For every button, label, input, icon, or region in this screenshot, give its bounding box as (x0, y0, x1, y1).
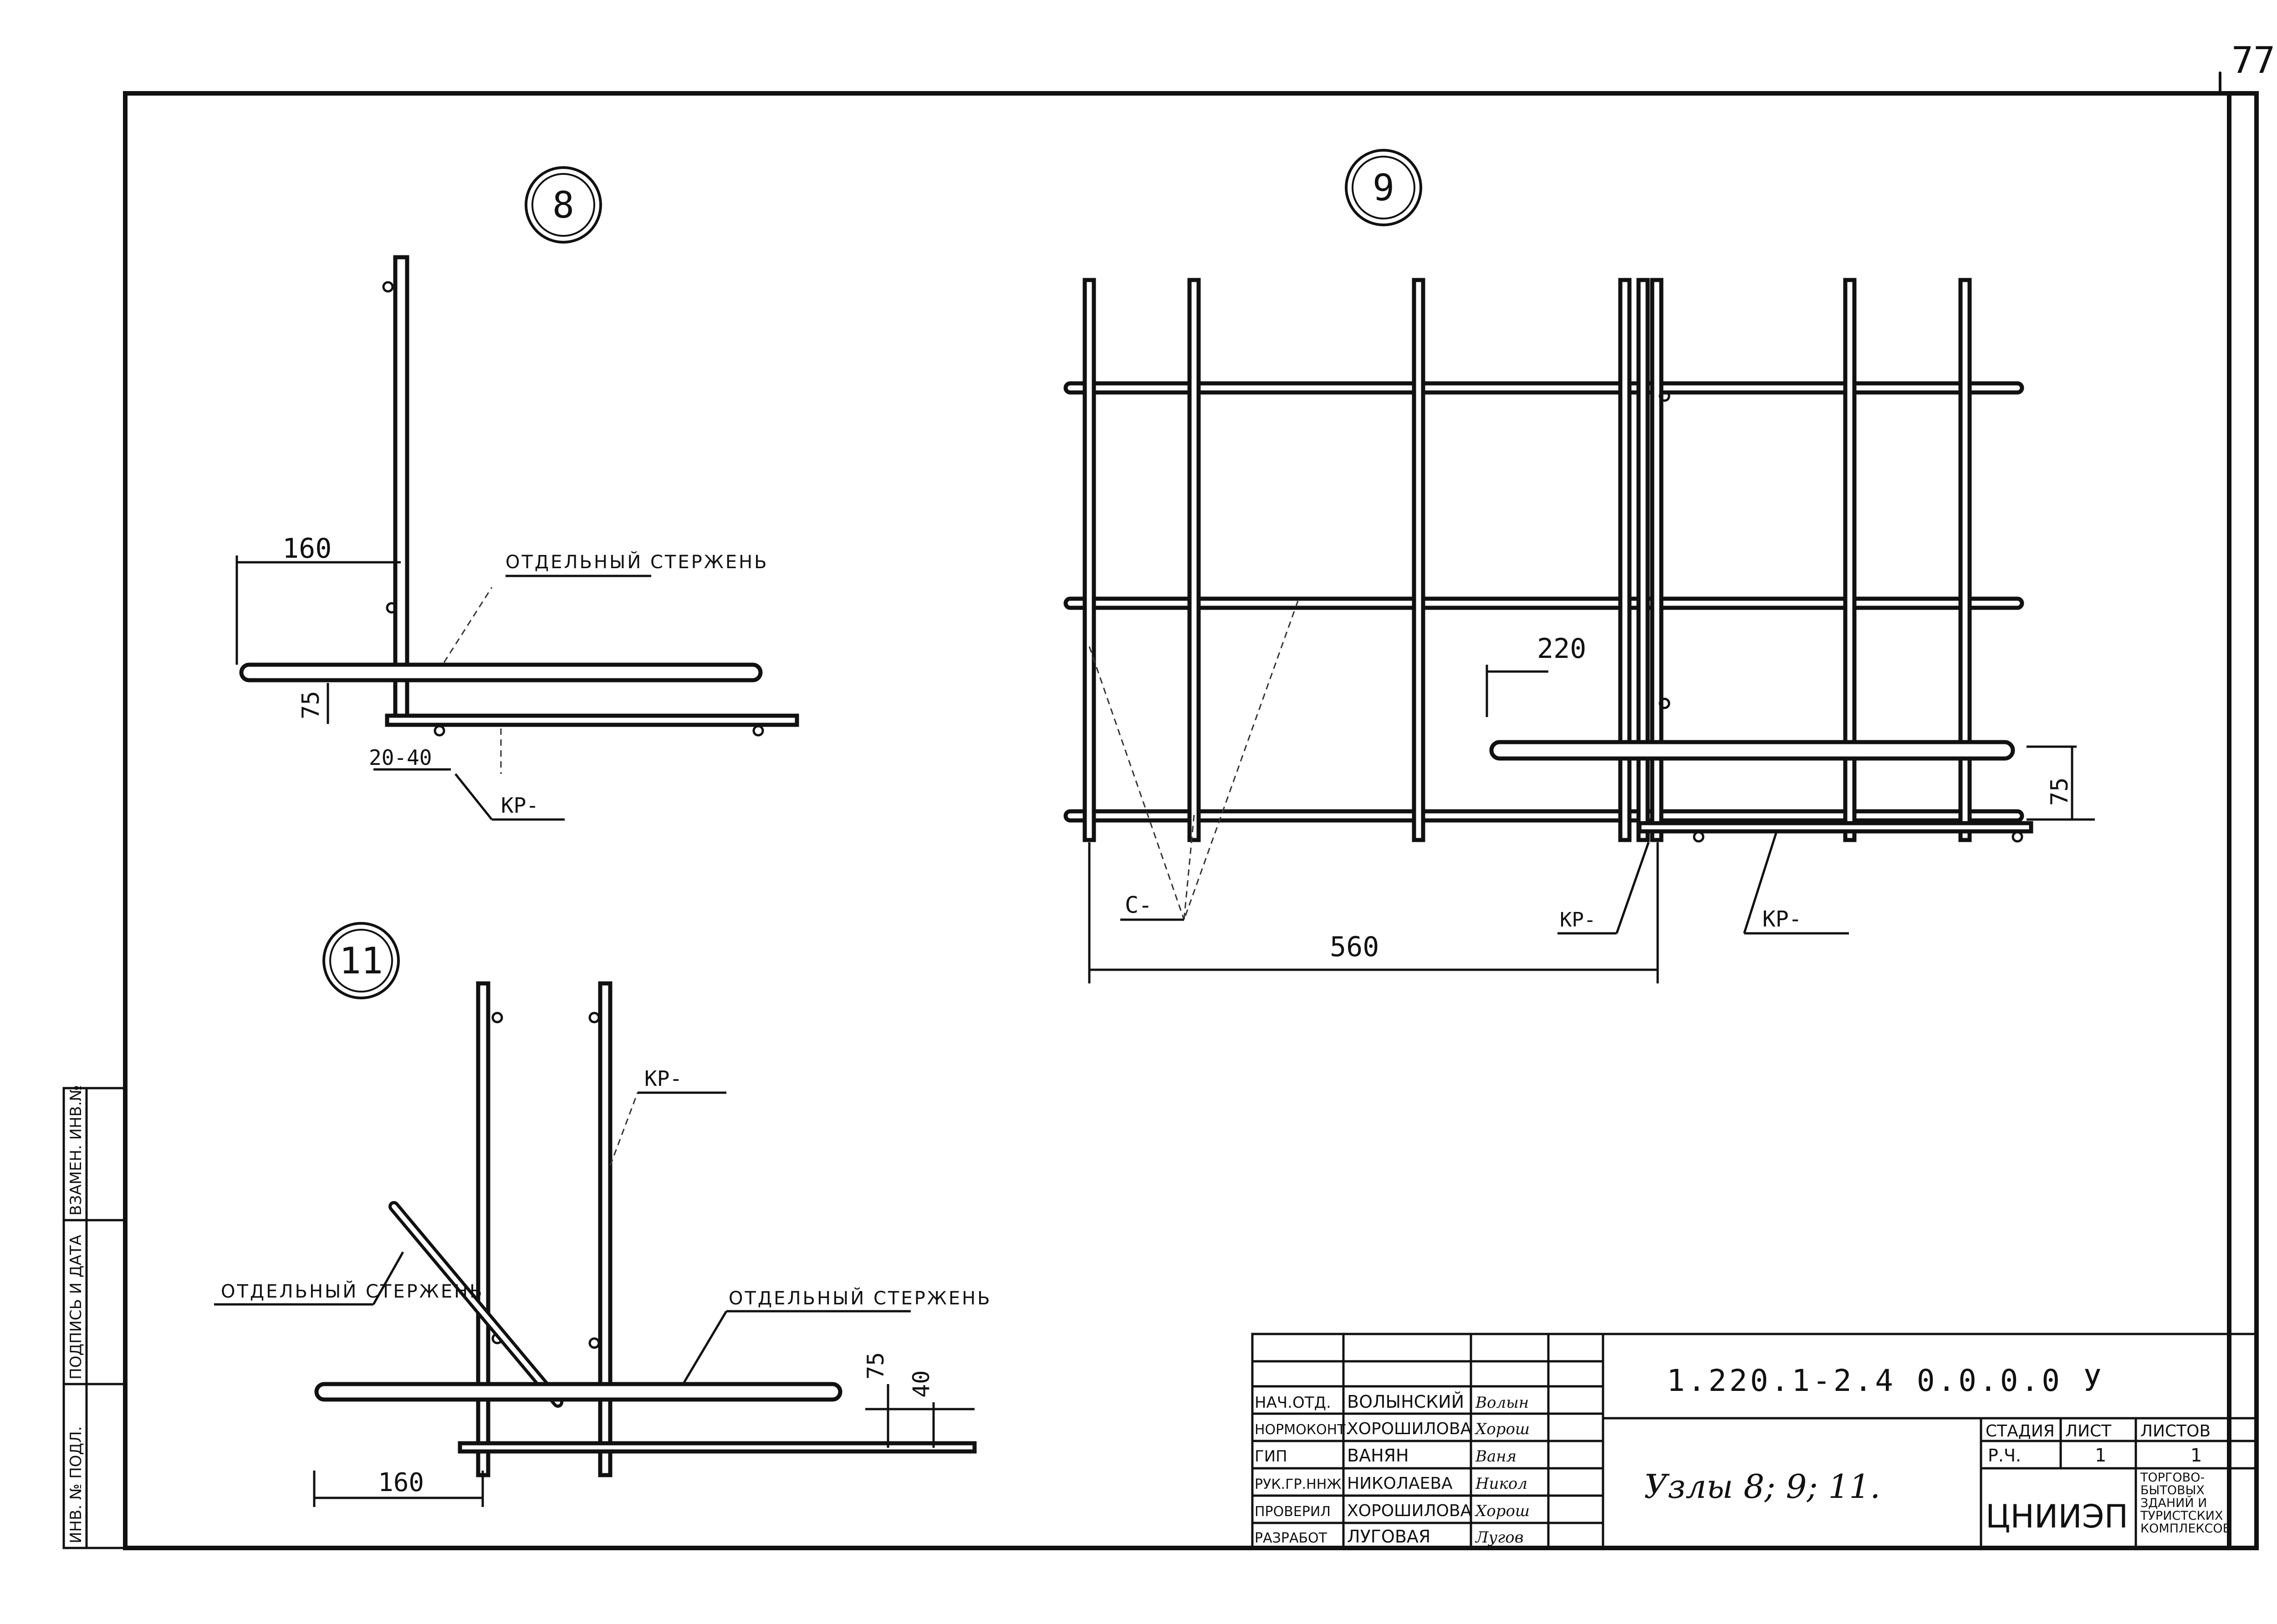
node-8-dim-20-40: 20-40 (369, 745, 432, 770)
signer-role-4: РУК.ГР.ННЖ (1255, 1476, 1342, 1492)
node-11-marker (322, 922, 400, 999)
node-9-dim-75: 75 (2046, 777, 2073, 806)
node-11: 11 КР- ОТДЕЛЬНЫЙ СТЕРЖЕНЬ ОТДЕЛЬНЫЙ СТЕР… (214, 922, 992, 1507)
title-sheets-count: 1 (2190, 1445, 2202, 1466)
side-stamp-replace: ВЗАМЕН. ИНВ.№ (67, 1085, 85, 1216)
signer-name-2: ХОРОШИЛОВА (1347, 1420, 1472, 1438)
node-11-dim-75: 75 (863, 1352, 889, 1380)
side-stamp-sign-date: ПОДПИСЬ И ДАТА (67, 1235, 85, 1380)
title-doc-code: 1.220.1-2.4 0.0.0.0 У (1667, 1363, 2104, 1398)
node-9: 9 220 75 560 (1063, 149, 2095, 983)
node-9-dim-220: 220 (1537, 633, 1586, 665)
node-8-dim-75: 75 (297, 691, 325, 719)
title-org: ЦНИИЭП (1986, 1498, 2128, 1535)
signer-name-3: ВАНЯН (1347, 1446, 1409, 1466)
signer-role-6: РАЗРАБОТ (1255, 1530, 1327, 1546)
title-sheet-number: 1 (2095, 1445, 2106, 1466)
node-8-label-kr: КР- (501, 793, 539, 818)
signer-sign-1: Волын (1475, 1394, 1529, 1412)
title-block: 1.220.1-2.4 0.0.0.0 У Узлы 8; 9; 11. ЦНИ… (1251, 1333, 2258, 1549)
node-11-dim-40: 40 (908, 1370, 934, 1398)
node-8-label-separate-rod: ОТДЕЛЬНЫЙ СТЕРЖЕНЬ (505, 551, 769, 573)
node-11-number: 11 (339, 940, 383, 982)
signer-name-5: ХОРОШИЛОВА (1347, 1502, 1472, 1520)
page-number: 77 (2231, 39, 2275, 81)
signer-role-2: НОРМОКОНТ. (1255, 1422, 1350, 1438)
signer-name-4: НИКОЛАЕВА (1347, 1474, 1453, 1493)
node-8: 8 160 75 20-40 ОТДЕЛЬНЫЙ СТЕРЖЕНЬ КР- (235, 166, 799, 821)
node-11-dim-160: 160 (378, 1468, 424, 1497)
title-sheets-header: ЛИСТОВ (2140, 1422, 2211, 1441)
signer-sign-6: Лугов (1475, 1528, 1524, 1547)
node-11-label-separate-rod-left: ОТДЕЛЬНЫЙ СТЕРЖЕНЬ (221, 1280, 484, 1302)
title-stage: Р.Ч. (1988, 1446, 2021, 1466)
signer-sign-2: Хорош (1474, 1420, 1530, 1438)
node-8-number: 8 (552, 184, 574, 226)
title-stage-header: СТАДИЯ (1986, 1422, 2055, 1441)
sheet-frame: 77 (123, 39, 2275, 1550)
signer-sign-3: Ваня (1475, 1447, 1516, 1466)
title-sheet-title: Узлы 8; 9; 11. (1644, 1467, 1880, 1506)
signer-sign-5: Хорош (1474, 1502, 1530, 1520)
node-9-label-kr-left: КР- (1560, 908, 1596, 932)
signer-name-6: ЛУГОВАЯ (1347, 1527, 1430, 1547)
signer-sign-4: Никол (1475, 1475, 1527, 1493)
node-9-label-c: С- (1125, 892, 1152, 918)
node-9-label-kr-right: КР- (1762, 906, 1802, 932)
node-8-marker (525, 166, 602, 244)
node-11-label-separate-rod-right: ОТДЕЛЬНЫЙ СТЕРЖЕНЬ (729, 1287, 992, 1309)
title-sheet-header: ЛИСТ (2065, 1422, 2112, 1441)
signer-name-1: ВОЛЫНСКИЙ (1347, 1392, 1464, 1412)
title-org-note: ТОРГОВО-БЫТОВЫХ ЗДАНИЙ И ТУРИСТСКИХ КОМП… (2140, 1471, 2231, 1536)
node-11-label-kr: КР- (644, 1066, 682, 1091)
node-9-marker (1345, 149, 1422, 226)
side-stamp-inv: ИНВ. № ПОДЛ. (67, 1426, 85, 1543)
signer-role-3: ГИП (1255, 1447, 1287, 1466)
signer-role-5: ПРОВЕРИЛ (1255, 1504, 1331, 1520)
node-8-dim-160: 160 (282, 533, 332, 565)
node-9-dim-560: 560 (1330, 931, 1379, 963)
signer-role-1: НАЧ.ОТД. (1255, 1394, 1331, 1412)
node-9-number: 9 (1373, 167, 1394, 209)
side-stamp: ИНВ. № ПОДЛ. ПОДПИСЬ И ДАТА ВЗАМЕН. ИНВ.… (62, 1085, 127, 1549)
